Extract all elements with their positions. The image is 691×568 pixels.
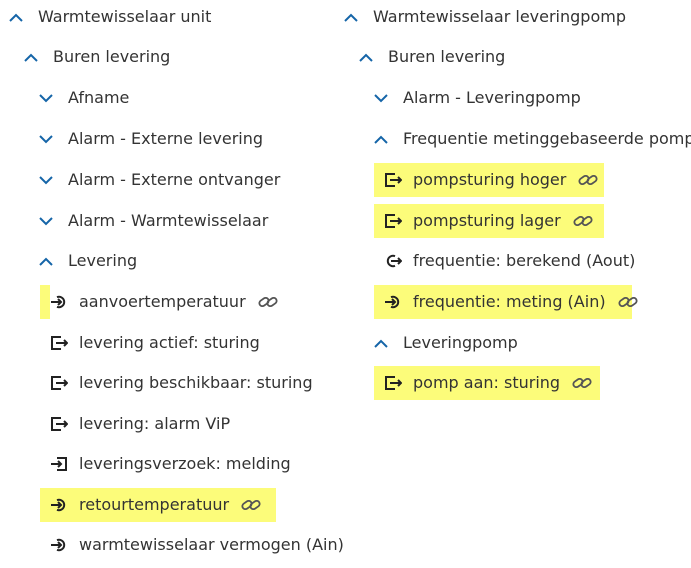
chevron-down-icon[interactable] [38, 213, 54, 229]
tree-node-label: Buren levering [388, 47, 506, 66]
chevron-up-icon[interactable] [8, 9, 24, 25]
point-item[interactable]: leveringsverzoek: melding [50, 447, 291, 481]
analog-in-icon [384, 293, 402, 311]
analog-in-icon [50, 293, 68, 311]
link-icon[interactable] [578, 173, 598, 187]
point-item[interactable]: aanvoertemperatuur [40, 285, 278, 319]
chevron-down-icon[interactable] [38, 131, 54, 147]
point-label: pompsturing hoger [413, 170, 567, 189]
tree-node-label: Afname [68, 88, 130, 107]
chevron-up-icon[interactable] [343, 9, 359, 25]
chevron-down-icon[interactable] [373, 90, 389, 106]
link-icon[interactable] [573, 214, 593, 228]
tree-node-subgroup[interactable]: Alarm - Externe ontvanger [38, 163, 280, 197]
analog-in-icon [50, 536, 68, 554]
digital-out-icon [50, 374, 68, 392]
chevron-down-icon[interactable] [38, 172, 54, 188]
tree-node-subgroup[interactable]: Leveringpomp [373, 326, 518, 360]
point-label: frequentie: berekend (Aout) [413, 251, 636, 270]
tree-node-subgroup[interactable]: Afname [38, 81, 129, 115]
point-item[interactable]: pompsturing lager [374, 203, 604, 238]
tree-node-label: Alarm - Externe ontvanger [68, 170, 281, 189]
point-item[interactable]: warmtewisselaar vermogen (Ain) [50, 528, 344, 562]
point-item[interactable]: frequentie: berekend (Aout) [384, 244, 635, 278]
tree-node-group[interactable]: Buren levering [358, 40, 505, 74]
analog-out-icon [384, 252, 402, 270]
digital-out-icon [50, 415, 68, 433]
tree-node-label: Buren levering [53, 47, 171, 66]
point-label: warmtewisselaar vermogen (Ain) [79, 535, 344, 554]
point-label: retourtemperatuur [79, 494, 230, 514]
point-label: leveringsverzoek: melding [79, 454, 291, 473]
point-label: levering actief: sturing [79, 332, 260, 352]
tree-node-group[interactable]: Buren levering [23, 40, 170, 74]
digital-out-icon [384, 374, 402, 392]
digital-out-icon [384, 212, 402, 230]
tree-node-subgroup[interactable]: Alarm - Leveringpomp [373, 81, 581, 115]
tree-node-subgroup[interactable]: Alarm - Warmtewisselaar [38, 204, 268, 238]
point-label: levering: alarm ViP [79, 413, 231, 433]
digital-out-icon [50, 334, 68, 352]
chevron-up-icon[interactable] [23, 49, 39, 65]
link-icon[interactable] [618, 295, 638, 309]
tree-node-label: Frequentie metinggebaseerde pomp [403, 129, 691, 148]
point-item[interactable]: frequentie: meting (Ain) [374, 284, 638, 319]
point-label: frequentie: meting (Ain) [413, 291, 606, 311]
tree-node-label: Levering [68, 251, 138, 270]
chevron-up-icon[interactable] [358, 49, 374, 65]
point-item[interactable]: retourtemperatuur [40, 487, 276, 522]
point-item[interactable]: pomp aan: sturing [374, 366, 600, 400]
tree-node-label: Alarm - Warmtewisselaar [68, 211, 269, 230]
link-icon[interactable] [241, 498, 261, 512]
chevron-up-icon[interactable] [373, 335, 389, 351]
point-label: pomp aan: sturing [413, 373, 561, 392]
point-label: aanvoertemperatuur [79, 292, 246, 311]
tree-node-label: Leveringpomp [403, 333, 518, 352]
chevron-down-icon[interactable] [38, 90, 54, 106]
tree-node-label: Warmtewisselaar unit [38, 7, 212, 26]
tree-node-label: Alarm - Externe levering [68, 129, 264, 148]
analog-in-icon [50, 496, 68, 514]
point-label: levering beschikbaar: sturing [79, 373, 313, 392]
point-item[interactable]: levering: alarm ViP [50, 407, 230, 441]
chevron-up-icon[interactable] [373, 131, 389, 147]
tree-node-subgroup[interactable]: Alarm - Externe levering [38, 122, 263, 156]
chevron-up-icon[interactable] [38, 253, 54, 269]
point-label: pompsturing lager [413, 210, 561, 230]
link-icon[interactable] [258, 295, 278, 309]
point-item[interactable]: levering beschikbaar: sturing [50, 366, 313, 400]
tree-node-subgroup[interactable]: Frequentie metinggebaseerde pomp [373, 122, 691, 156]
link-icon[interactable] [572, 376, 592, 390]
tree-node-subgroup[interactable]: Levering [38, 244, 137, 278]
tree-node-label: Warmtewisselaar leveringpomp [373, 7, 626, 26]
digital-out-icon [384, 171, 402, 189]
digital-in-icon [50, 455, 68, 473]
point-item[interactable]: levering actief: sturing [50, 326, 260, 360]
tree-node-label: Alarm - Leveringpomp [403, 88, 581, 107]
tree-node-root[interactable]: Warmtewisselaar unit [8, 0, 211, 34]
point-item[interactable]: pompsturing hoger [374, 163, 604, 197]
tree-node-root[interactable]: Warmtewisselaar leveringpomp [343, 0, 626, 34]
